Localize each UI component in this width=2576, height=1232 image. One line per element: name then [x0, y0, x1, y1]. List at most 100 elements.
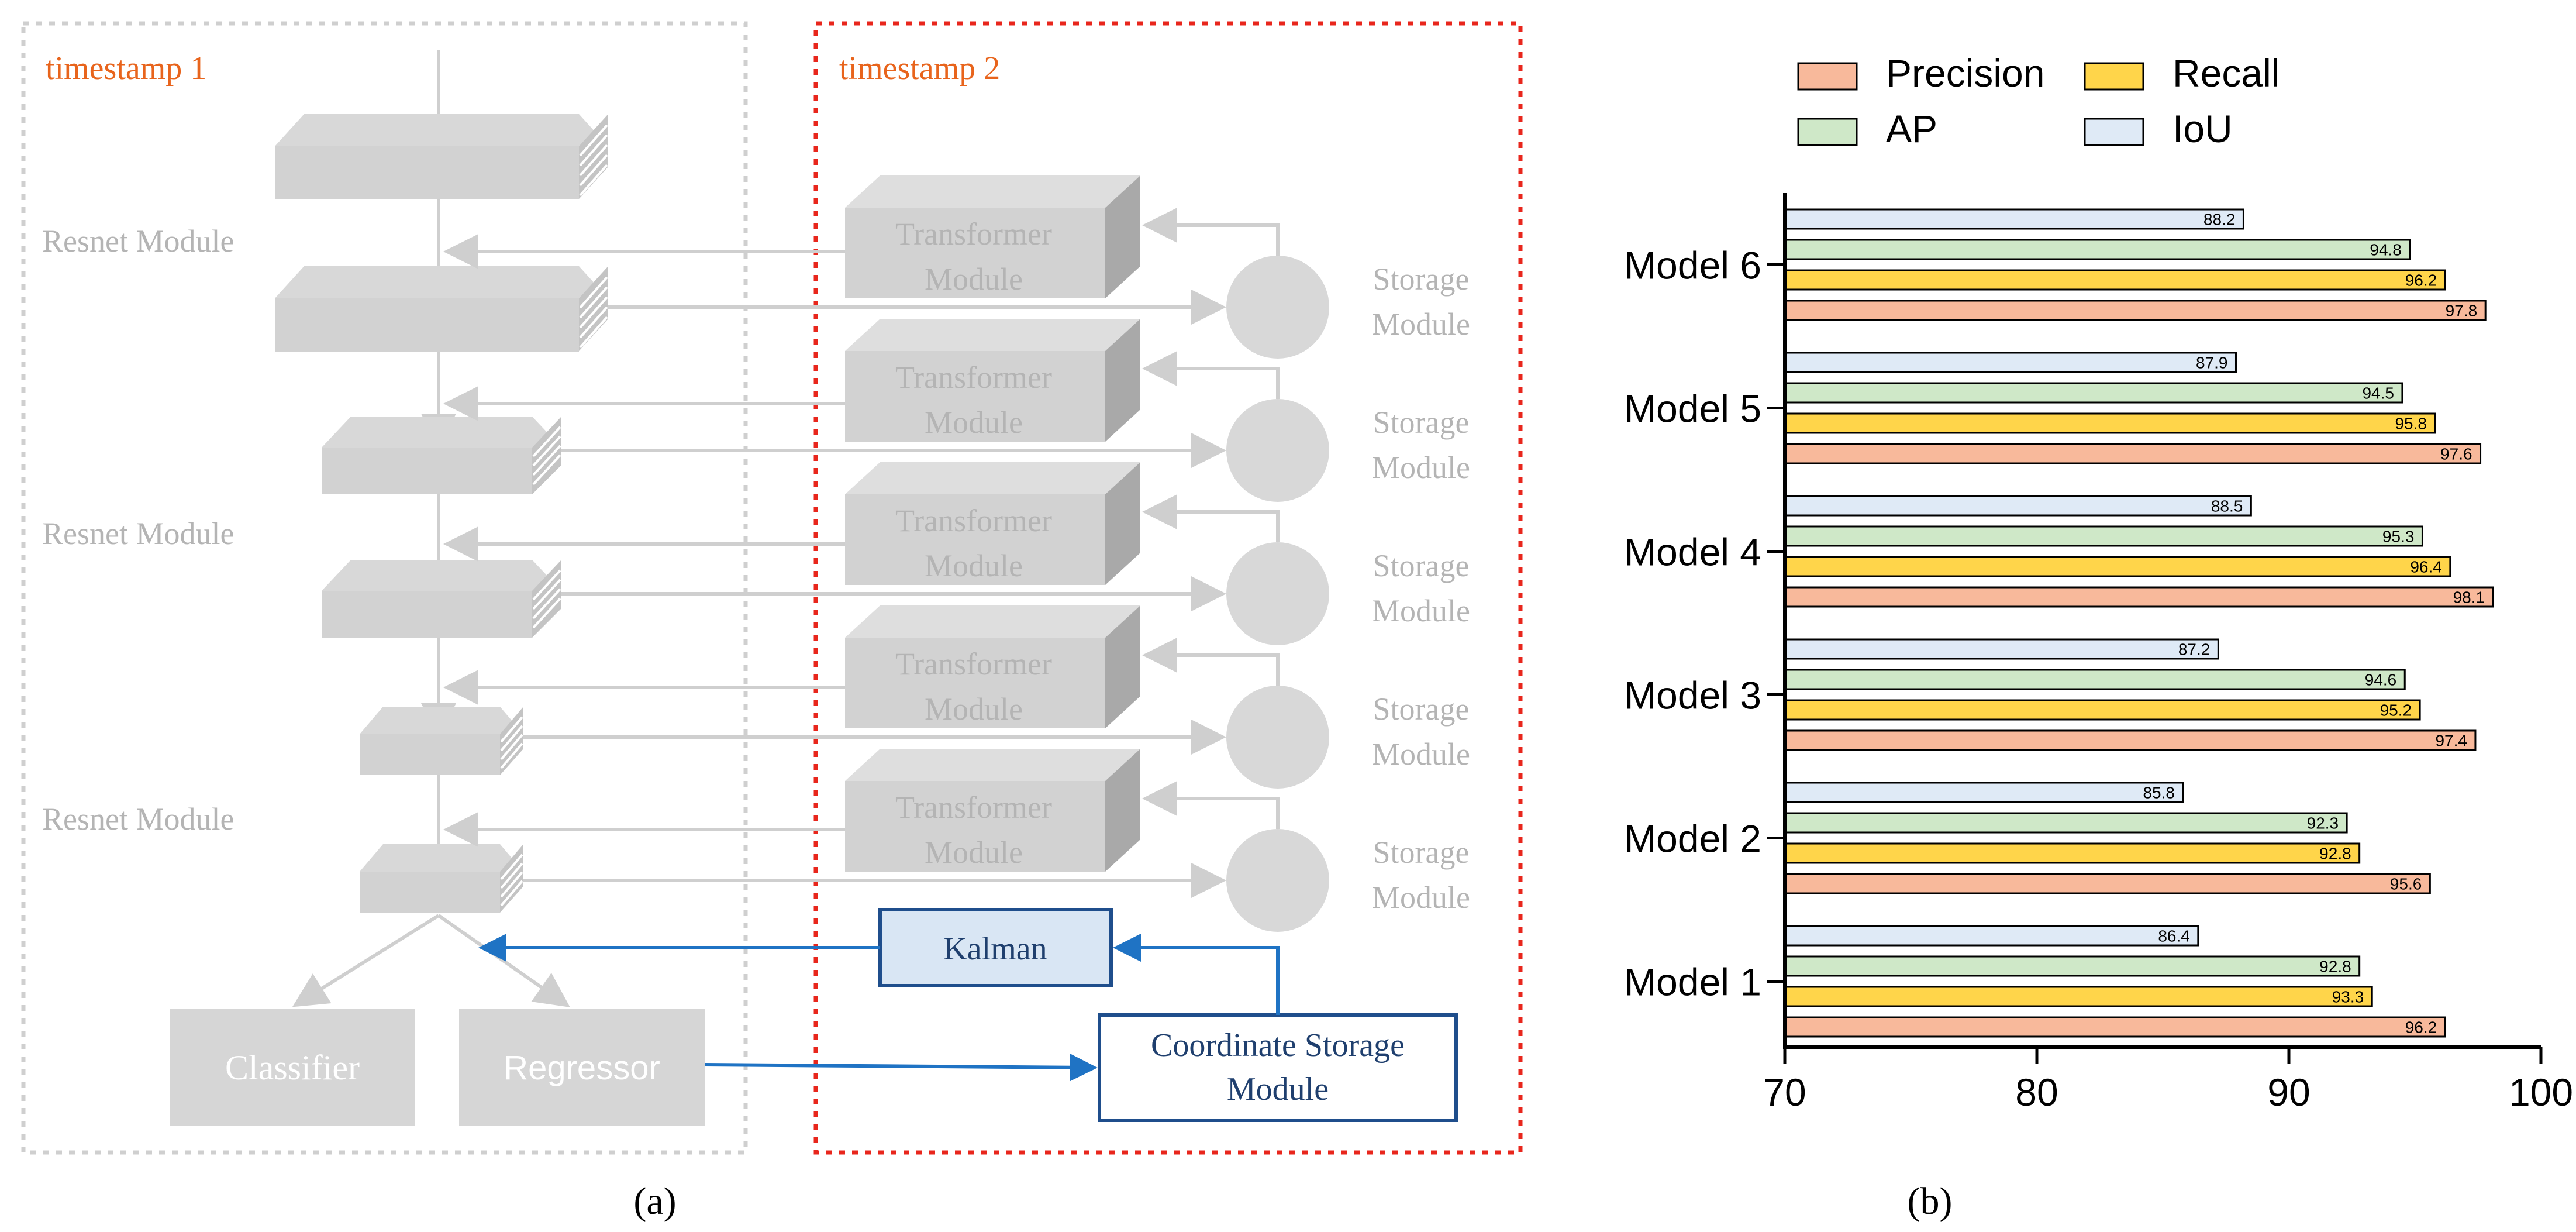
category-label: Model 1: [1624, 961, 1761, 1004]
data-label: 98.1: [2453, 589, 2485, 607]
svg-text:Storage: Storage: [1373, 405, 1470, 440]
svg-text:Module: Module: [925, 691, 1023, 727]
bar-precision-model-1: [1784, 1016, 2446, 1038]
legend-swatch-recall: [2084, 62, 2144, 91]
svg-text:Regressor: Regressor: [504, 1049, 660, 1087]
category-label: Model 5: [1624, 387, 1761, 431]
panel-a-architecture-diagram: timestamp 1 timestamp 2: [21, 21, 1523, 1223]
svg-text:Transformer: Transformer: [895, 646, 1052, 682]
svg-text:Transformer: Transformer: [895, 360, 1052, 395]
data-label: 96.2: [2405, 271, 2437, 290]
data-label: 95.3: [2382, 528, 2415, 546]
storage-module-group: Storage Module Storage Module Storage Mo…: [1226, 256, 1470, 932]
bar-recall-model-4: [1784, 556, 2451, 577]
bar-ap-model-4: [1784, 525, 2423, 547]
svg-text:Module: Module: [1372, 307, 1470, 342]
svg-text:Kalman: Kalman: [943, 931, 1047, 967]
data-label: 95.2: [2380, 701, 2412, 720]
legend-label-iou: IoU: [2172, 107, 2233, 150]
data-label: 96.2: [2405, 1018, 2437, 1037]
bar-ap-model-5: [1784, 382, 2403, 404]
svg-text:Classifier: Classifier: [225, 1048, 360, 1087]
data-label: 95.8: [2395, 415, 2427, 433]
svg-text:Module: Module: [925, 261, 1023, 297]
svg-text:Module: Module: [1372, 593, 1470, 628]
data-label: 95.6: [2390, 875, 2422, 893]
bar-ap-model-3: [1784, 669, 2406, 690]
category-label: Model 4: [1624, 531, 1761, 574]
data-label: 87.2: [2178, 641, 2211, 659]
bar-precision-model-3: [1784, 729, 2477, 751]
bar-precision-model-2: [1784, 873, 2431, 894]
legend-swatch-precision: [1797, 62, 1858, 91]
data-label: 92.8: [2319, 958, 2351, 976]
resnet-block-2: [275, 266, 608, 352]
data-label: 93.3: [2332, 988, 2364, 1006]
bar-precision-model-6: [1784, 300, 2487, 321]
resnet-block-6: [360, 844, 523, 913]
legend-swatch-iou: [2084, 118, 2144, 146]
category-label: Model 3: [1624, 674, 1761, 717]
data-label: 97.4: [2435, 732, 2467, 750]
transformer-module-group: Transformer Module Transformer Module Tr…: [845, 175, 1140, 872]
caption-a: (a): [633, 1180, 676, 1223]
transformer-module-4: Transformer Module: [845, 605, 1140, 728]
legend-label-precision: Precision: [1886, 51, 2044, 95]
data-label: 88.5: [2211, 497, 2243, 515]
bar-iou-model-5: [1784, 352, 2237, 373]
transformer-module-5: Transformer Module: [845, 749, 1140, 872]
svg-text:Module: Module: [925, 548, 1023, 583]
svg-text:Coordinate Storage: Coordinate Storage: [1151, 1027, 1405, 1064]
data-label: 87.9: [2196, 354, 2228, 372]
svg-text:Module: Module: [1372, 880, 1470, 915]
timestamp1-frame: [21, 21, 748, 1155]
bar-precision-model-4: [1784, 586, 2494, 608]
bar-recall-model-1: [1784, 986, 2373, 1007]
data-label: 86.4: [2158, 927, 2190, 945]
category-label: Model 6: [1624, 244, 1761, 287]
resnet-block-5: [360, 707, 523, 775]
category-label: Model 2: [1624, 817, 1761, 861]
legend-label-recall: Recall: [2172, 51, 2280, 95]
svg-text:Transformer: Transformer: [895, 503, 1052, 538]
x-tick-label: 70: [1763, 1071, 1806, 1114]
bar-iou-model-3: [1784, 638, 2219, 660]
x-tick-label: 80: [2015, 1071, 2058, 1114]
bar-recall-model-5: [1784, 412, 2436, 434]
data-label: 92.8: [2319, 845, 2351, 863]
timestamp2-frame: [813, 21, 1523, 1155]
svg-text:Module: Module: [925, 405, 1023, 440]
bar-iou-model-4: [1784, 495, 2252, 517]
svg-text:Storage: Storage: [1373, 548, 1470, 583]
bar-precision-model-5: [1784, 443, 2482, 464]
timestamp2-label: timestamp 2: [839, 50, 1000, 87]
kalman-box: Kalman: [878, 908, 1113, 987]
data-label: 85.8: [2143, 784, 2175, 802]
bar-recall-model-2: [1784, 842, 2361, 864]
legend-swatch-ap: [1797, 118, 1858, 146]
bar-ap-model-1: [1784, 955, 2361, 977]
legend-label-ap: AP: [1886, 107, 1937, 150]
gray-connectors: [292, 208, 1280, 1007]
resnet-block-1: [275, 114, 608, 199]
storage-circle-4: [1226, 686, 1329, 789]
svg-text:Transformer: Transformer: [895, 790, 1052, 825]
data-label: 97.6: [2440, 445, 2472, 463]
svg-text:Storage: Storage: [1373, 835, 1470, 870]
bar-iou-model-6: [1784, 208, 2244, 230]
data-label: 96.4: [2410, 558, 2442, 576]
bar-recall-model-6: [1784, 269, 2446, 291]
bar-ap-model-6: [1784, 239, 2411, 260]
resnet-block-3: [322, 417, 561, 494]
svg-text:Module: Module: [925, 835, 1023, 870]
storage-circle-5: [1226, 829, 1329, 932]
data-label: 92.3: [2307, 814, 2339, 832]
storage-circle-1: [1226, 256, 1329, 359]
svg-text:Storage: Storage: [1373, 691, 1470, 727]
timestamp1-label: timestamp 1: [46, 50, 206, 87]
data-label: 94.5: [2362, 384, 2394, 402]
svg-text:Storage: Storage: [1373, 261, 1470, 297]
